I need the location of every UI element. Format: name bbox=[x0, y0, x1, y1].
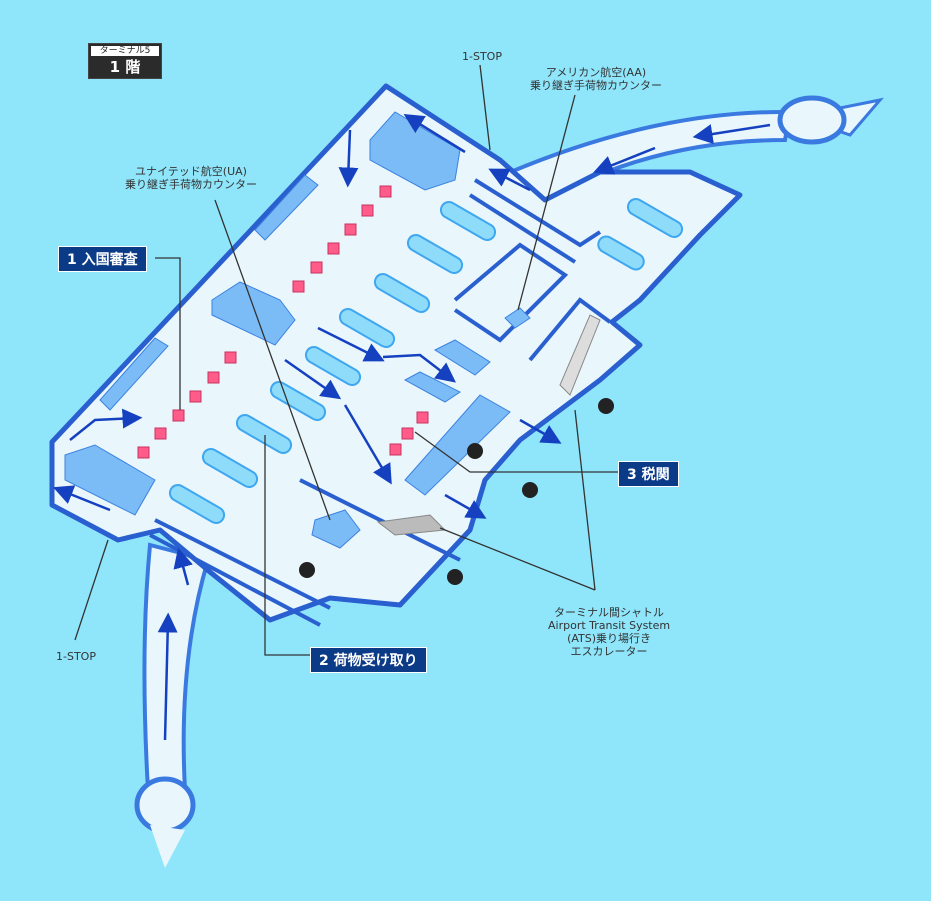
ats-line: (ATS)乗り場行き bbox=[567, 632, 652, 645]
ua-counter-line: 乗り継ぎ手荷物カウンター bbox=[125, 178, 257, 191]
baggage-service-icon bbox=[299, 562, 315, 578]
leader-lines bbox=[74, 64, 620, 656]
ats-line: エスカレーター bbox=[570, 645, 648, 658]
flow-arrows bbox=[53, 114, 771, 741]
roundabout-top bbox=[777, 95, 847, 145]
baggage-claim-tag: 2 荷物受け取り bbox=[310, 647, 427, 673]
taxi-icon bbox=[598, 398, 614, 414]
road-bottom bbox=[142, 542, 211, 792]
buildings bbox=[64, 111, 531, 549]
ats-line: ターミナル間シャトル bbox=[554, 606, 665, 619]
info-icon bbox=[467, 443, 483, 459]
aa-counter-label: アメリカン航空(AA) 乗り継ぎ手荷物カウンター bbox=[530, 66, 662, 92]
road-bottom-south bbox=[150, 825, 185, 868]
bus-icon bbox=[447, 569, 463, 585]
roundabout-bottom bbox=[134, 776, 196, 834]
aa-counter-line: アメリカン航空(AA) bbox=[545, 66, 647, 79]
terminal-name: ターミナル5 bbox=[91, 46, 159, 56]
immigration-tag: 1 入国審査 bbox=[58, 246, 147, 272]
aa-counter-line: 乗り継ぎ手荷物カウンター bbox=[530, 79, 662, 92]
ats-label: ターミナル間シャトル Airport Transit System (ATS)乗… bbox=[548, 606, 670, 658]
walls bbox=[149, 178, 612, 627]
ua-counter-line: ユナイテッド航空(UA) bbox=[135, 165, 247, 178]
bus-icon bbox=[522, 482, 538, 498]
ats-line: Airport Transit System bbox=[548, 619, 671, 632]
floor-level: 1 階 bbox=[109, 58, 141, 76]
customs-tag: 3 税関 bbox=[618, 461, 679, 487]
ua-counter-label: ユナイテッド航空(UA) 乗り継ぎ手荷物カウンター bbox=[125, 165, 257, 191]
floor-indicator: ターミナル5 1 階 bbox=[88, 43, 162, 79]
immigration-booths bbox=[137, 185, 429, 459]
one-stop-label-top: 1-STOP bbox=[462, 50, 502, 63]
one-stop-label-bottom: 1-STOP bbox=[56, 650, 96, 663]
